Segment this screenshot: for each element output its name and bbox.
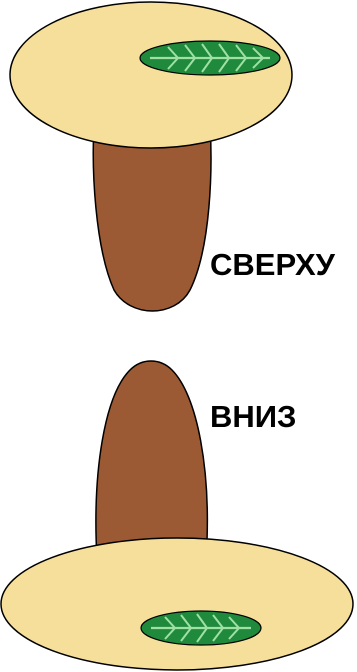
bottom-disc [1, 538, 353, 670]
label-top: СВЕРХУ [210, 247, 336, 282]
label-bottom: ВНИЗ [210, 399, 296, 434]
top-leaf-icon [140, 41, 280, 75]
bottom-leaf-icon [141, 611, 261, 645]
bottom-stem [96, 361, 207, 560]
bottom-assembly [1, 361, 353, 670]
top-disc [10, 2, 292, 148]
